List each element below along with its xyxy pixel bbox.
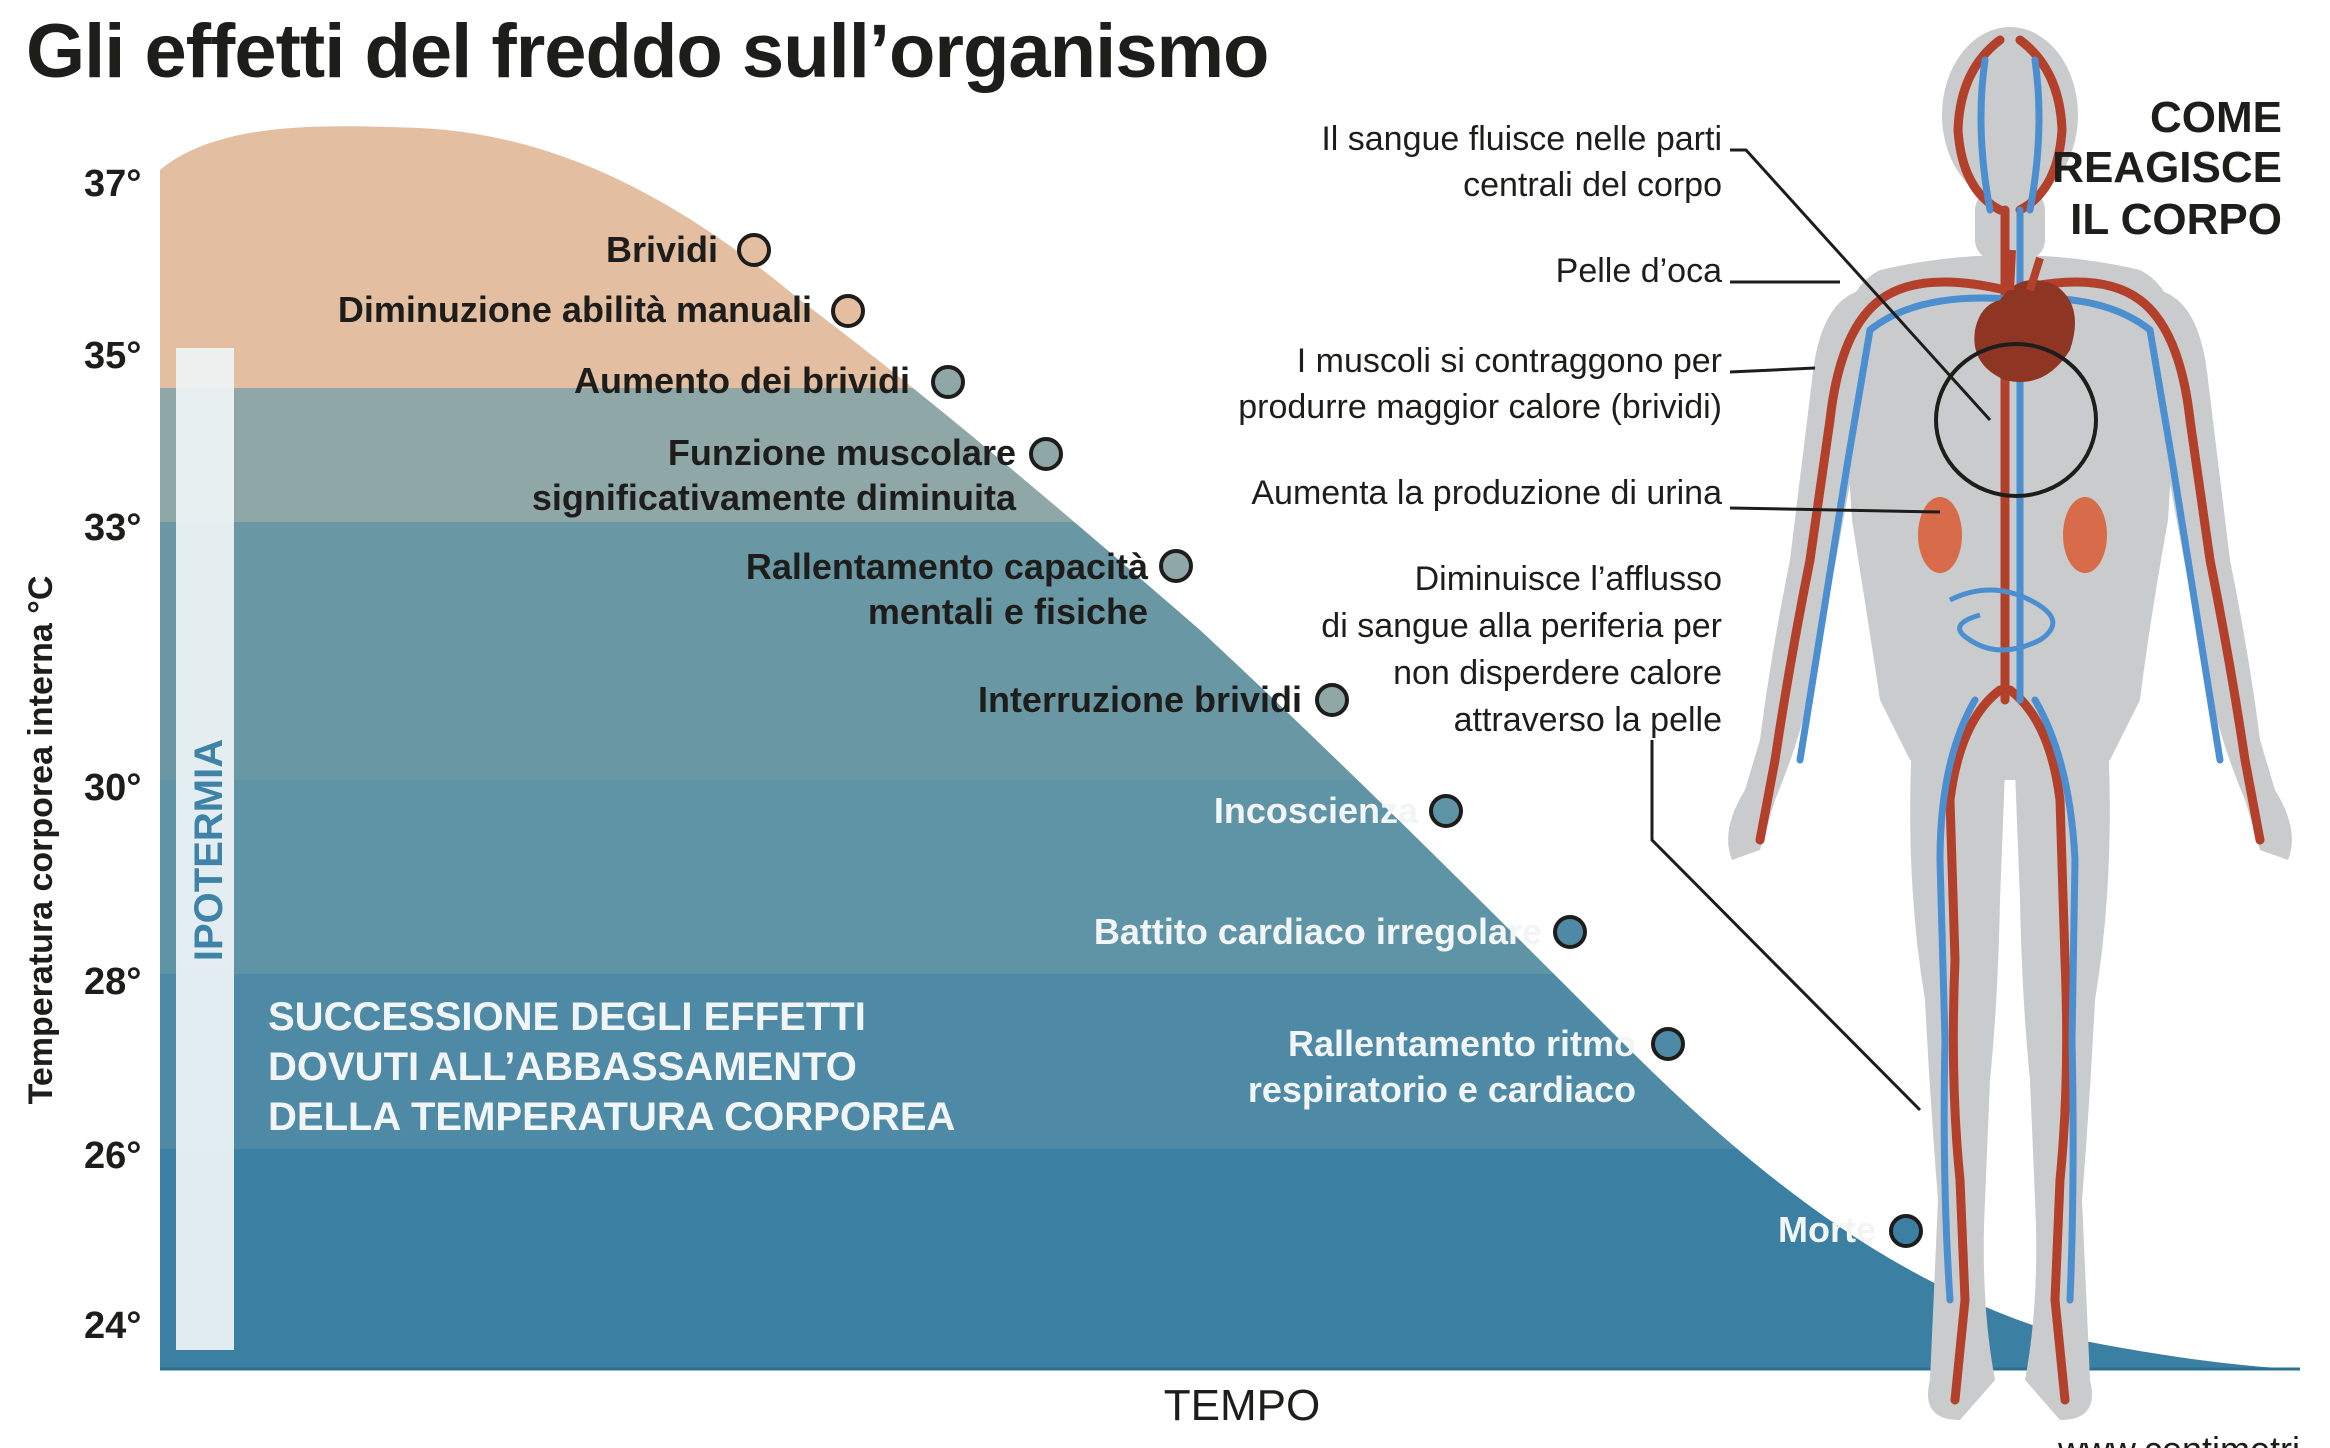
effect-battito-irregolare: Battito cardiaco irregolare [1094, 911, 1587, 952]
effect-rallentamento-capacita: Rallentamento capacità mentali e fisiche [746, 546, 1193, 632]
annotation-line: I muscoli si contraggono per [1297, 342, 1722, 380]
effect-marker-icon [1553, 915, 1587, 949]
effect-marker-icon [737, 233, 771, 267]
hypothermia-bar [176, 348, 234, 1350]
human-body-illustration [1728, 27, 2292, 1420]
heading-line: COME [2150, 93, 2282, 142]
effect-morte: Morte [1778, 1209, 1923, 1250]
effect-interruzione-brividi: Interruzione brividi [978, 679, 1349, 720]
annotation-line: Aumenta la produzione di urina [1251, 474, 1722, 512]
effect-label: Morte [1778, 1209, 1876, 1250]
annotation-line: produrre maggior calore (brividi) [1238, 388, 1722, 426]
annotation-line: centrali del corpo [1463, 166, 1722, 204]
band-26-24 [160, 1149, 2300, 1369]
effect-label: Brividi [606, 229, 718, 270]
effect-label: mentali e fisiche [868, 591, 1148, 632]
annotation-line: Diminuisce l’afflusso [1415, 560, 1722, 598]
y-tick-label: 37° [84, 163, 141, 205]
effect-diminuzione-abilita: Diminuzione abilità manuali [338, 289, 865, 330]
effect-marker-icon [1889, 1214, 1923, 1248]
kidneys-icon [1918, 497, 2107, 573]
effect-funzione-muscolare: Funzione muscolare significativamente di… [532, 432, 1063, 518]
annotation-goosebumps: Pelle d’oca [1556, 252, 1722, 290]
annotation-central-blood: Il sangue fluisce nelle parti centrali d… [1321, 120, 1722, 204]
y-axis-label: Temperatura corporea interna °C [22, 576, 60, 1105]
effect-marker-icon [1159, 549, 1193, 583]
caption-line: DELLA TEMPERATURA CORPOREA [268, 1095, 955, 1139]
effect-marker-icon [1429, 794, 1463, 828]
callout-line [1650, 740, 1922, 1112]
effect-label: Rallentamento capacità [746, 546, 1149, 587]
caption-line: SUCCESSIONE DEGLI EFFETTI [268, 995, 866, 1039]
y-tick-label: 35° [84, 335, 141, 377]
x-axis-label: TEMPO [1164, 1381, 1320, 1430]
effect-marker-icon [1651, 1027, 1685, 1061]
body-panel-heading: COME REAGISCE IL CORPO [2052, 93, 2282, 244]
annotation-muscles: I muscoli si contraggono per produrre ma… [1238, 342, 1722, 426]
annotation-line: attraverso la pelle [1454, 701, 1722, 739]
y-tick-label: 28° [84, 961, 141, 1003]
annotation-periphery: Diminuisce l’afflusso di sangue alla per… [1321, 560, 1722, 739]
callout-line [1729, 506, 1941, 514]
hypothermia-label: IPOTERMIA [187, 739, 231, 961]
central-circulation-highlight [1934, 342, 2098, 498]
effect-marker-icon [931, 365, 965, 399]
heading-line: IL CORPO [2070, 195, 2282, 244]
y-tick-label: 30° [84, 767, 141, 809]
chart-caption: SUCCESSIONE DEGLI EFFETTI DOVUTI ALL’ABB… [268, 995, 955, 1139]
heart-icon [1974, 249, 2075, 382]
y-tick-label: 33° [84, 507, 141, 549]
veins-icon [1796, 56, 2224, 1304]
credit-text: www.centimetri [2057, 1429, 2300, 1448]
effect-incoscienza: Incoscienza [1214, 790, 1463, 831]
effect-label: Incoscienza [1214, 790, 1419, 831]
effect-label: Interruzione brividi [978, 679, 1302, 720]
annotation-line: di sangue alla periferia per [1321, 607, 1722, 645]
callout-line [1729, 366, 1816, 374]
effect-label: Rallentamento ritmo [1288, 1023, 1636, 1064]
arteries-icon [1755, 35, 2265, 1405]
annotation-line: non disperdere calore [1393, 654, 1722, 692]
callout-line [1730, 148, 1992, 422]
effect-label: respiratorio e cardiaco [1248, 1069, 1636, 1110]
effect-aumento-brividi: Aumento dei brividi [574, 360, 965, 401]
annotation-line: Il sangue fluisce nelle parti [1321, 120, 1722, 158]
effect-label: Diminuzione abilità manuali [338, 289, 812, 330]
annotation-urine: Aumenta la produzione di urina [1251, 474, 1722, 512]
effect-label: Funzione muscolare [668, 432, 1016, 473]
page-title: Gli effetti del freddo sull’organismo [26, 9, 1269, 94]
effect-marker-icon [831, 294, 865, 328]
annotation-line: Pelle d’oca [1556, 252, 1722, 290]
effect-brividi: Brividi [606, 229, 771, 270]
intestines-icon [1948, 587, 2056, 653]
effect-label: significativamente diminuita [532, 477, 1017, 518]
y-axis-ticks: 37° 35° 33° 30° 28° 26° 24° [84, 163, 141, 1347]
heading-line: REAGISCE [2052, 143, 2282, 192]
effect-label: Aumento dei brividi [574, 360, 910, 401]
callout-lines [1650, 148, 1992, 1112]
y-tick-label: 26° [84, 1135, 141, 1177]
effects-list: Brividi Diminuzione abilità manuali Aume… [338, 229, 1923, 1250]
effect-label: Battito cardiaco irregolare [1094, 911, 1542, 952]
body-annotations: Il sangue fluisce nelle parti centrali d… [1238, 120, 1722, 739]
effect-rallentamento-ritmo: Rallentamento ritmo respiratorio e cardi… [1248, 1023, 1685, 1110]
effect-marker-icon [1029, 437, 1063, 471]
effect-marker-icon [1315, 683, 1349, 717]
y-tick-label: 24° [84, 1305, 141, 1347]
caption-line: DOVUTI ALL’ABBASSAMENTO [268, 1045, 857, 1089]
